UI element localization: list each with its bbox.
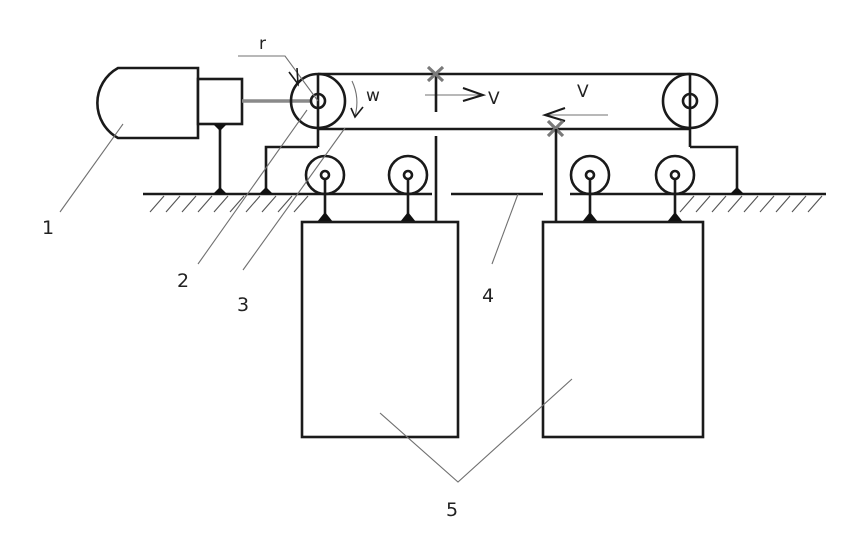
leader-4 xyxy=(491,193,519,265)
roller-hub xyxy=(584,169,596,181)
tail-pulley xyxy=(661,72,744,194)
hatch-line xyxy=(679,195,695,213)
label-part-5: 5 xyxy=(446,499,458,521)
ground xyxy=(143,192,826,213)
upper-velocity-arrowhead xyxy=(462,87,487,102)
hatch-line xyxy=(149,195,165,213)
hatch-line xyxy=(181,195,197,213)
hatch-line xyxy=(213,195,229,213)
roller-mount-weld xyxy=(582,212,598,222)
motor-support-top-weld xyxy=(213,124,227,131)
hatch-line xyxy=(245,195,261,213)
leader-lines xyxy=(59,109,573,483)
hatch-line xyxy=(775,195,791,213)
upper-belt-marker-x xyxy=(426,65,445,83)
motor xyxy=(96,66,244,194)
roller xyxy=(387,154,429,222)
leader-2 xyxy=(197,109,308,265)
angular-velocity-symbol: w xyxy=(366,86,380,106)
motor-body xyxy=(96,66,200,140)
roller xyxy=(569,154,611,222)
hatch-line xyxy=(261,195,277,213)
rollers xyxy=(304,154,696,222)
label-part-3: 3 xyxy=(237,294,249,316)
container-left xyxy=(300,220,460,439)
roller-mount-weld xyxy=(667,212,683,222)
drive-pulley xyxy=(259,72,347,194)
lower-velocity-annotation: V xyxy=(541,82,608,138)
ground-hatching-right xyxy=(679,195,823,213)
label-part-1: 1 xyxy=(42,217,54,239)
hatch-line xyxy=(229,195,245,213)
hatch-line xyxy=(277,195,293,213)
tail-support-weld xyxy=(730,187,744,194)
hatch-line xyxy=(165,195,181,213)
lower-velocity-arrowhead xyxy=(541,107,566,122)
roller-hub xyxy=(402,169,414,181)
hatch-line xyxy=(807,195,823,213)
upper-velocity-symbol: V xyxy=(488,89,500,109)
hatch-line xyxy=(695,195,711,213)
leader-3 xyxy=(242,127,346,271)
roller-hub xyxy=(669,169,681,181)
motor-support-base-weld xyxy=(213,187,227,194)
radius-annotation: r xyxy=(238,34,319,102)
label-part-4: 4 xyxy=(482,285,494,307)
leader-5 xyxy=(379,378,573,483)
leader-1 xyxy=(59,123,124,213)
roller-hub xyxy=(319,169,331,181)
conveyor-belt xyxy=(318,72,690,131)
gearbox xyxy=(196,77,244,126)
tail-pulley-support xyxy=(690,145,739,194)
roller xyxy=(304,154,346,222)
upper-velocity-annotation: V xyxy=(425,65,500,112)
lower-belt-marker-x xyxy=(546,119,565,138)
drive-support-weld xyxy=(259,187,273,194)
roller-mount-weld xyxy=(400,212,416,222)
part-labels: 1 2 3 4 5 xyxy=(42,217,494,521)
roller xyxy=(654,154,696,222)
ground-hatching-left xyxy=(149,195,309,213)
roller-mount-weld xyxy=(317,212,333,222)
radius-leader xyxy=(238,55,319,102)
lower-velocity-symbol: V xyxy=(577,82,589,102)
hatch-line xyxy=(743,195,759,213)
radius-symbol: r xyxy=(259,34,266,54)
label-part-2: 2 xyxy=(177,270,189,292)
hatch-line xyxy=(791,195,807,213)
hatch-line xyxy=(293,195,309,213)
radius-arrowhead xyxy=(288,67,299,87)
containers xyxy=(300,220,705,439)
hatch-line xyxy=(727,195,743,213)
drive-pulley-support xyxy=(264,145,318,194)
container-right xyxy=(541,220,705,439)
hatch-line xyxy=(711,195,727,213)
rotation-arc xyxy=(351,80,358,117)
rotation-arrowhead xyxy=(350,106,364,119)
hatch-line xyxy=(197,195,213,213)
angular-velocity-annotation: w xyxy=(350,80,380,119)
hatch-line xyxy=(759,195,775,213)
